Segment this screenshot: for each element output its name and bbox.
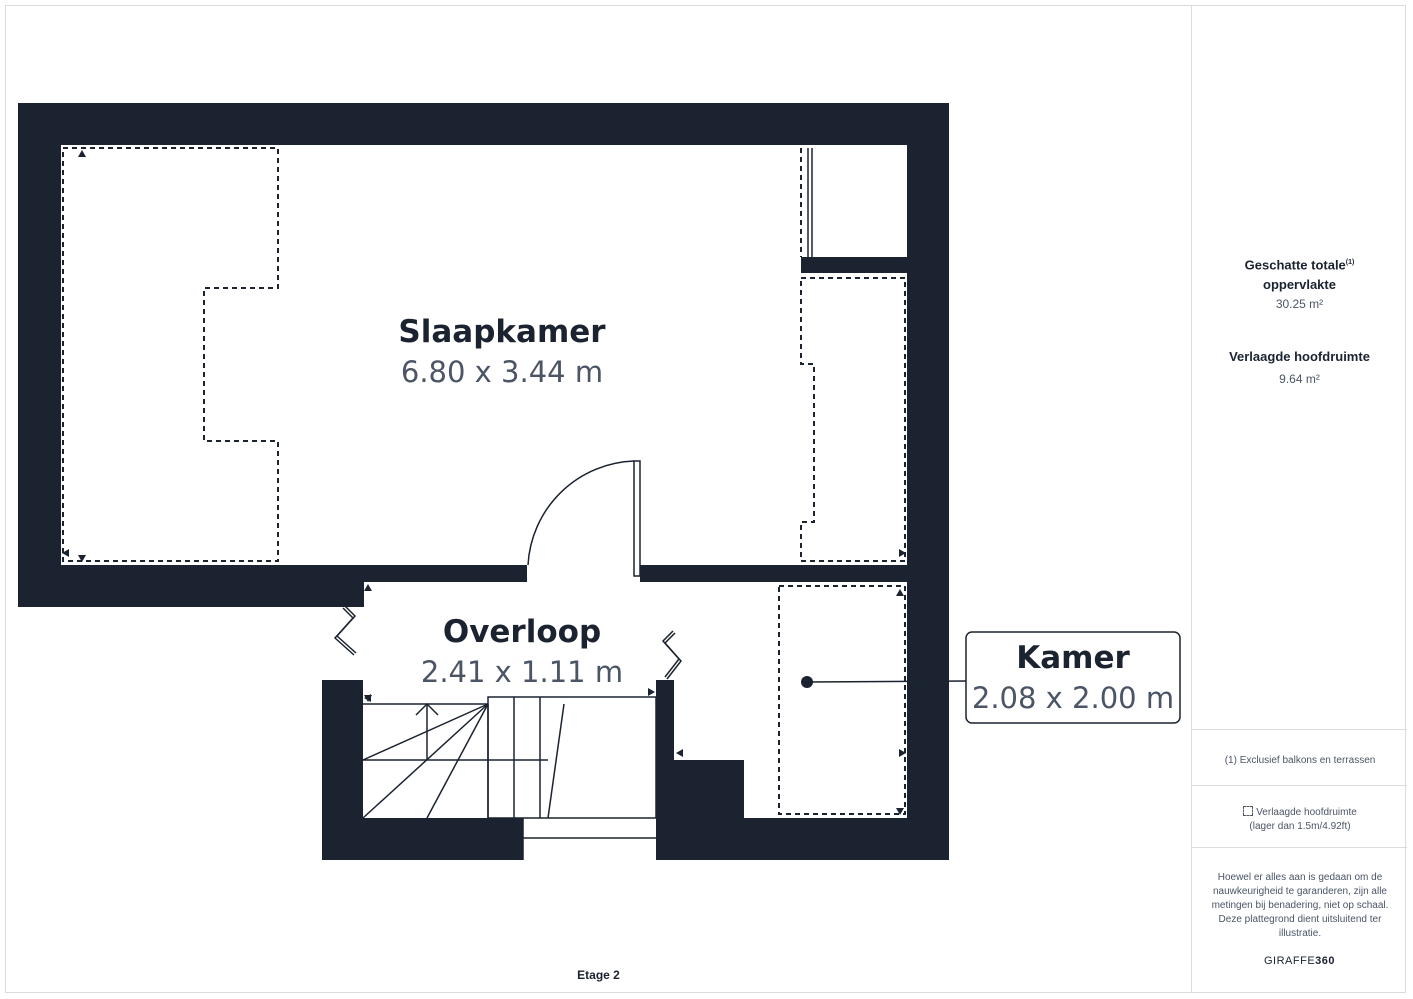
wall-breaks	[333, 605, 682, 680]
total-area-title-line1: Geschatte totale	[1244, 257, 1346, 273]
legend: Verlaagde hoofdruimte (lager dan 1.5m/4.…	[1210, 806, 1390, 834]
separator	[1192, 785, 1407, 786]
wall-top	[18, 103, 949, 145]
legend-line2: (lager dan 1.5m/4.92ft)	[1249, 821, 1351, 832]
dashed-square-icon	[1243, 806, 1254, 816]
dimension-arrows	[62, 150, 906, 815]
floor-plan: Slaapkamer 6.80 x 3.44 m Overloop 2.41 x…	[18, 103, 1181, 860]
wall-bedroom-bottom-right	[640, 565, 949, 582]
room-dims-kamer: 2.08 x 2.00 m	[972, 681, 1174, 715]
bedroom-door	[527, 460, 641, 577]
total-area-title-line2: oppervlakte	[1263, 277, 1336, 293]
separator	[1192, 729, 1407, 730]
total-area-footnote-mark: (1)	[1345, 259, 1355, 266]
reduced-headroom-title: Verlaagde hoofdruimte	[1229, 349, 1370, 364]
callout-line	[806, 680, 967, 683]
info-sidebar: Geschatte totale(1) oppervlakte 30.25 m²…	[1191, 5, 1407, 993]
total-area-value: 30.25 m²	[1275, 297, 1324, 311]
wall-closet	[801, 257, 907, 273]
wall-bedroom-bottom-left	[18, 565, 364, 607]
staircase	[362, 696, 657, 860]
room-dims-overloop: 2.41 x 1.11 m	[421, 655, 623, 689]
legend-line1: Verlaagde hoofdruimte	[1256, 807, 1357, 818]
room-dims-slaapkamer: 6.80 x 3.44 m	[401, 355, 603, 389]
floor-label: Etage 2	[577, 968, 620, 982]
wall-block	[674, 760, 744, 860]
brand-text: GIRAFFE	[1263, 955, 1316, 967]
separator	[1192, 847, 1407, 848]
wall-right	[907, 103, 949, 860]
reduced-headroom-value: 9.64 m²	[1279, 372, 1320, 386]
brand-number: 360	[1315, 955, 1336, 967]
footnote: (1) Exclusief balkons en terrassen	[1224, 755, 1376, 766]
callout-box	[965, 631, 1181, 724]
wall-bottom-left	[322, 818, 523, 860]
room-name-slaapkamer: Slaapkamer	[398, 314, 606, 350]
disclaimer: Hoewel er alles aan is gedaan om de nauw…	[1211, 872, 1389, 939]
closet-lines	[807, 148, 813, 257]
room-name-kamer: Kamer	[1016, 640, 1130, 676]
page-frame	[5, 5, 1406, 993]
kamer-callout: Kamer 2.08 x 2.00 m	[801, 631, 1181, 724]
dashed-area-bedroom-left	[62, 147, 279, 562]
walls	[18, 103, 949, 860]
wall-bedroom-bottom-mid	[364, 565, 527, 582]
brand-logo: GIRAFFE360	[1192, 955, 1407, 967]
dashed-area-kamer	[778, 585, 906, 815]
wall-stair-right	[656, 680, 674, 860]
dashed-area-bedroom-right	[800, 277, 906, 562]
room-name-overloop: Overloop	[443, 614, 601, 650]
wall-left	[18, 103, 61, 607]
total-area-title: Geschatte totale(1) oppervlakte	[1192, 253, 1407, 295]
reduced-headroom-areas	[62, 147, 906, 815]
